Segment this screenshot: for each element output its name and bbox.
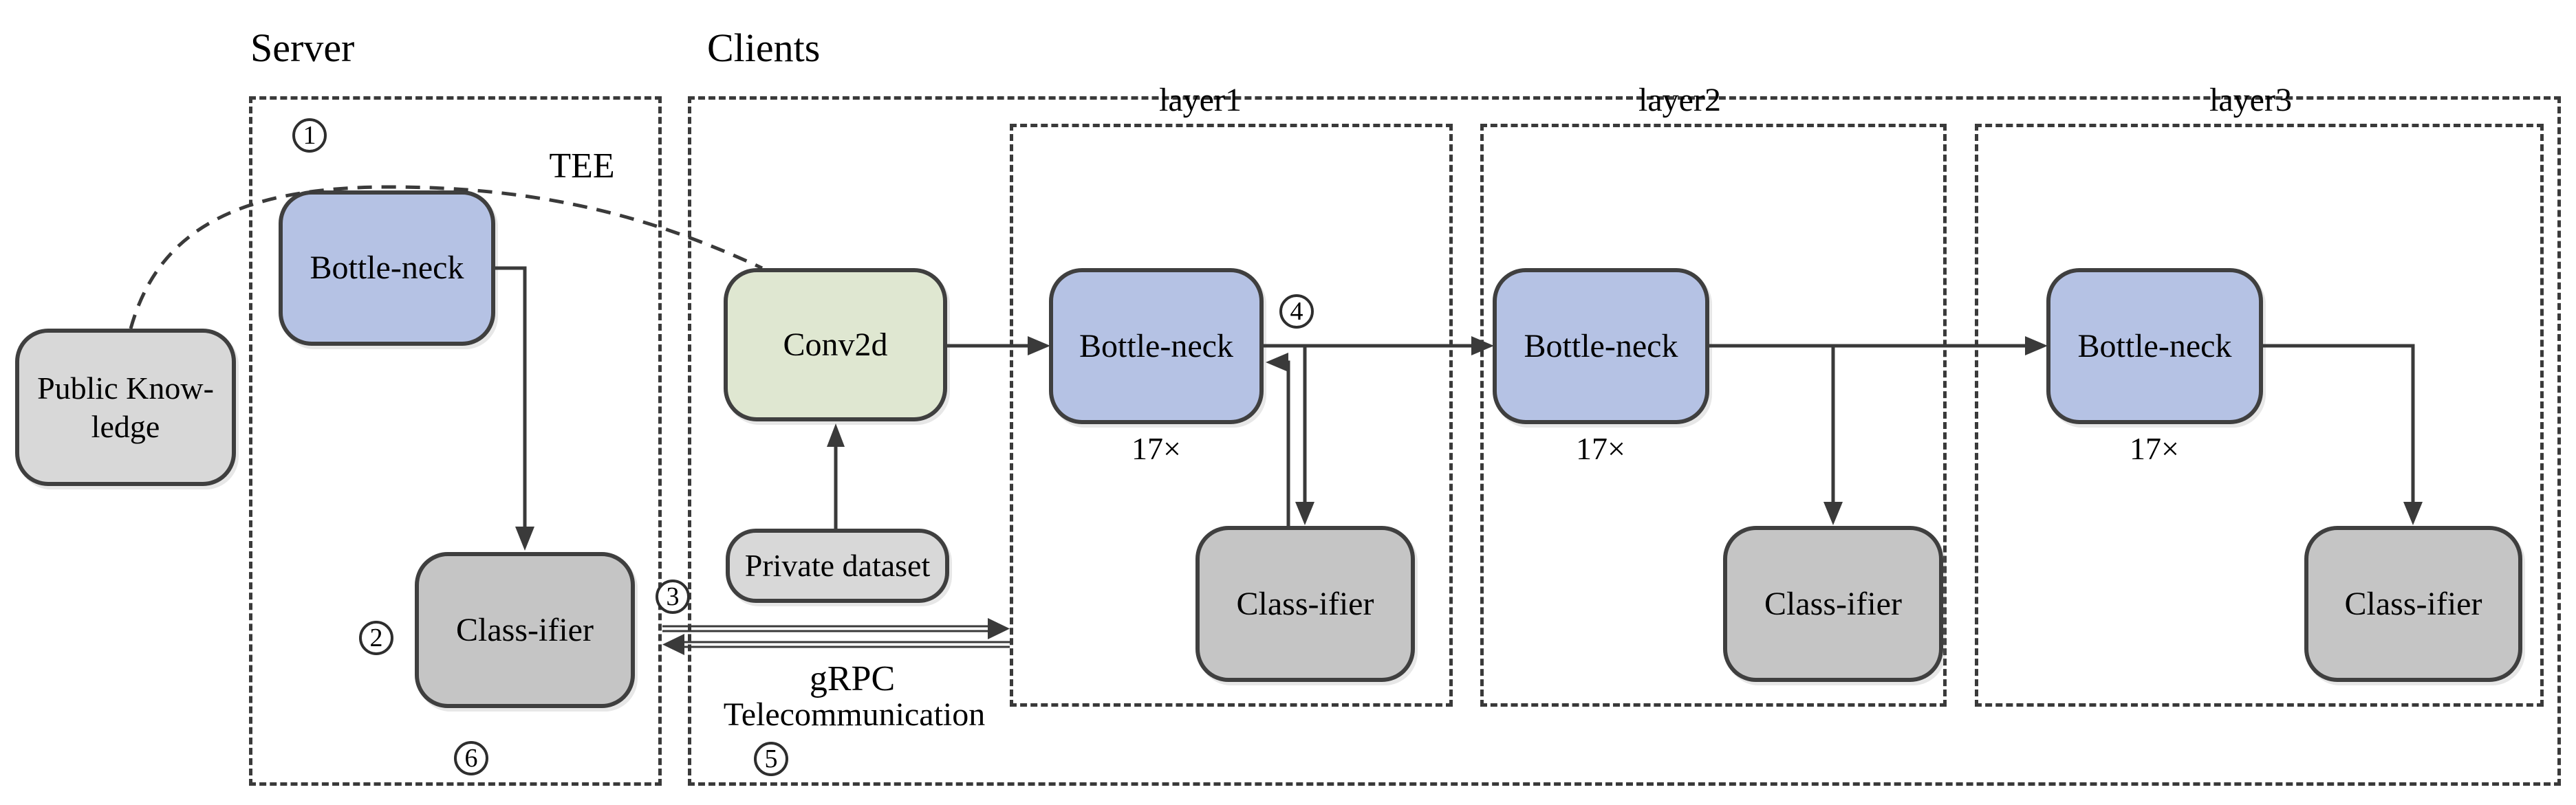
- layer1-bottleneck-box: Bottle-neck: [1049, 268, 1264, 424]
- private-dataset-label: Private dataset: [744, 548, 931, 584]
- step-6-number: 6: [464, 744, 478, 773]
- layer3-label: layer3: [2209, 82, 2292, 118]
- public-knowledge-label: Public Know-ledge: [37, 371, 214, 444]
- layer2-bottleneck-label: Bottle-neck: [1524, 327, 1678, 364]
- layer1-repeat-label: 17×: [1132, 431, 1181, 466]
- step-3-badge: 3: [656, 580, 690, 614]
- step-4-number: 4: [1290, 297, 1303, 326]
- layer1-classifier-box: Class-ifier: [1195, 526, 1415, 682]
- arrowhead-classifier3-input: [2403, 502, 2423, 525]
- arrowhead-conv-input: [827, 423, 845, 447]
- arrowhead-grpc-left: [662, 634, 684, 655]
- layer1-classifier-label: Class-ifier: [1236, 585, 1374, 622]
- step-2-badge: 2: [359, 621, 393, 655]
- bn3-to-classifier3-line: [2263, 344, 2415, 507]
- layer3-repeat-label: 17×: [2130, 431, 2179, 466]
- layer3-classifier-box: Class-ifier: [2304, 526, 2522, 682]
- layer3-classifier-label: Class-ifier: [2344, 585, 2482, 622]
- layer3-bottleneck-box: Bottle-neck: [2046, 268, 2263, 424]
- arrowhead-bn1-input: [1028, 336, 1050, 355]
- server-section-label: Server: [250, 25, 355, 70]
- layer2-classifier-label: Class-ifier: [1764, 585, 1902, 622]
- clients-section-label: Clients: [707, 25, 821, 70]
- layer1-dashed-box: [1010, 124, 1453, 707]
- server-dashed-box: [249, 96, 662, 786]
- arrowhead-grpc-right: [988, 618, 1010, 639]
- arrowhead-bn2-input: [1471, 336, 1494, 355]
- server-bottleneck-label: Bottle-neck: [310, 250, 464, 287]
- telecommunication-label: Telecommunication: [723, 696, 986, 733]
- layer2-repeat-label: 17×: [1576, 431, 1625, 466]
- layer3-dashed-box: [1975, 124, 2544, 707]
- layer3-bottleneck-label: Bottle-neck: [2077, 327, 2232, 364]
- step-1-number: 1: [303, 121, 316, 150]
- step-5-number: 5: [764, 745, 778, 773]
- step-2-number: 2: [369, 624, 383, 652]
- grpc-label: gRPC: [809, 659, 896, 698]
- step-6-badge: 6: [454, 741, 488, 775]
- conv2d-box: Conv2d: [724, 268, 947, 421]
- server-classifier-label: Class-ifier: [456, 611, 594, 648]
- layer1-bottleneck-label: Bottle-neck: [1079, 327, 1233, 364]
- server-classifier-box: Class-ifier: [415, 552, 635, 708]
- server-bottleneck-box: Bottle-neck: [279, 190, 495, 346]
- arrowhead-classifier1-input: [1295, 502, 1314, 525]
- public-knowledge-box: Public Know-ledge: [15, 329, 236, 486]
- arrowhead-bn1-feedback: [1266, 353, 1288, 372]
- step-4-badge: 4: [1279, 294, 1314, 329]
- step-1-badge: 1: [292, 118, 327, 153]
- layer1-feedback-line: [1284, 360, 1290, 526]
- arrowhead-classifier2-input: [1823, 502, 1843, 525]
- conv2d-label: Conv2d: [783, 326, 888, 363]
- layer2-classifier-box: Class-ifier: [1723, 526, 1943, 682]
- public-knowledge-curve: [129, 185, 764, 329]
- layer1-label: layer1: [1159, 82, 1242, 118]
- step-5-badge: 5: [754, 742, 788, 776]
- arrowhead-server-classifier: [515, 527, 534, 551]
- server-bn-to-classifier-line: [495, 266, 527, 531]
- layer2-dashed-box: [1480, 124, 1947, 707]
- private-dataset-box: Private dataset: [726, 529, 949, 603]
- clients-dashed-box: [688, 96, 2561, 786]
- tee-label: TEE: [549, 146, 615, 186]
- step-3-number: 3: [666, 582, 680, 611]
- layer2-label: layer2: [1638, 82, 1721, 118]
- layer2-bottleneck-box: Bottle-neck: [1493, 268, 1709, 424]
- arrowhead-bn3-input: [2025, 336, 2048, 355]
